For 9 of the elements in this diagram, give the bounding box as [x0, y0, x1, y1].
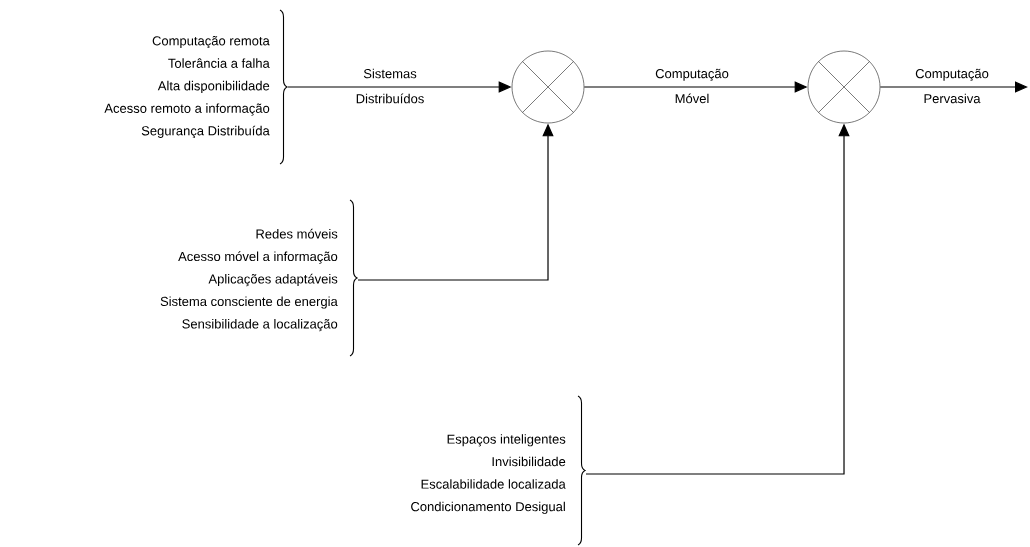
edge-label: Computação Móvel [655, 68, 729, 104]
bracketed-list: Espaços inteligentes Invisibilidade Escalabilidade localizada Condicionamento Desigual [411, 395, 586, 546]
summing-junction [511, 50, 585, 124]
edge-label: Sistemas Distribuídos [356, 68, 424, 104]
edge-label: Computação Pervasiva [915, 68, 989, 104]
bracketed-list: Redes móveis Acesso móvel a informação Aplicações adaptáveis Sistema consciente de energia Sensibilidade a localização [160, 199, 358, 357]
bracketed-list: Computação remota Tolerância a falha Alta disponibilidade Acesso remoto a informação Segurança Distribuída [104, 9, 288, 165]
arrow [879, 81, 1028, 93]
summing-junction [807, 50, 881, 124]
